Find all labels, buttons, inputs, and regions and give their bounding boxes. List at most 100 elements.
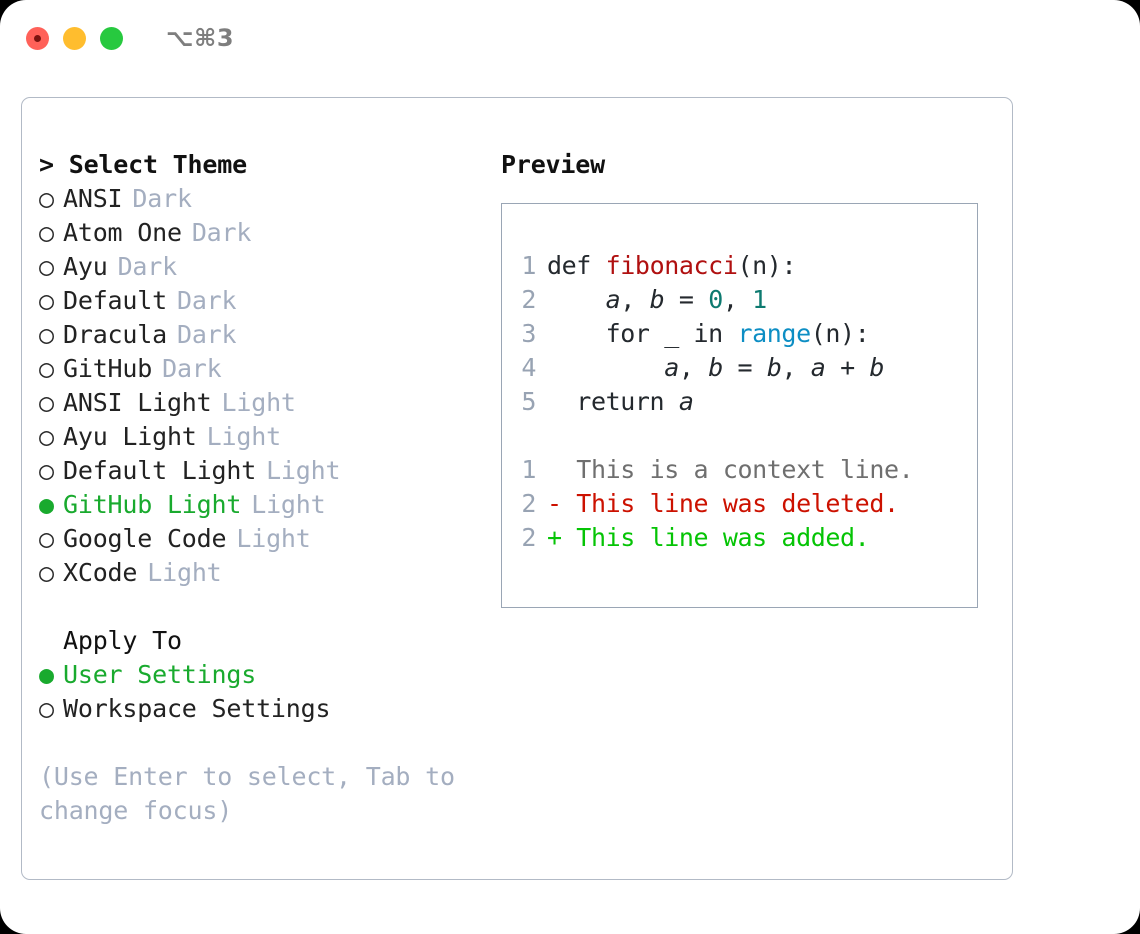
- code-token-plain: [547, 353, 664, 382]
- line-number: 5: [521, 387, 536, 416]
- diff-line: 2 + This line was added.: [520, 521, 971, 555]
- radio-unselected-icon[interactable]: ○: [39, 286, 54, 315]
- diff-line-text: This line was added.: [561, 523, 870, 552]
- theme-variant-tag: Light: [147, 558, 222, 587]
- apply-to-option-row[interactable]: ○Workspace Settings: [39, 692, 509, 726]
- code-token-plain: ,: [781, 353, 811, 382]
- radio-selected-icon[interactable]: ●: [39, 490, 54, 519]
- diff-line: 2- This line was deleted.: [520, 487, 971, 521]
- code-token-plain: (n):: [737, 251, 797, 280]
- theme-option-label: Google Code: [63, 524, 227, 553]
- code-token-var: b: [708, 353, 723, 382]
- diff-line-text: This is a context line.: [561, 455, 914, 484]
- theme-variant-tag: Dark: [191, 218, 252, 247]
- code-token-plain: =: [722, 353, 767, 382]
- radio-unselected-icon[interactable]: ○: [39, 388, 54, 417]
- code-token-plain: ,: [722, 285, 753, 314]
- radio-unselected-icon[interactable]: ○: [39, 422, 54, 451]
- theme-option-label: Ayu: [63, 252, 108, 281]
- theme-option-label: GitHub: [63, 354, 153, 383]
- minimize-button[interactable]: [63, 26, 86, 50]
- theme-variant-tag: Dark: [132, 184, 192, 213]
- theme-option-label: ANSI Light: [63, 388, 212, 417]
- radio-unselected-icon[interactable]: ○: [39, 354, 54, 383]
- code-token-var: a: [678, 387, 694, 416]
- code-token-num: 0: [708, 285, 723, 314]
- theme-option-label: Ayu Light: [63, 422, 197, 451]
- radio-unselected-icon[interactable]: ○: [39, 218, 54, 247]
- line-number: 2: [521, 285, 536, 314]
- diff-marker: [547, 455, 562, 484]
- code-line: 4 a, b = b, a + b: [520, 351, 971, 385]
- code-token-var: b: [649, 285, 665, 314]
- code-line: 3 for _ in range(n):: [520, 317, 971, 351]
- diff-marker: +: [547, 523, 562, 552]
- line-number: 1: [521, 251, 536, 280]
- line-number: 3: [521, 319, 536, 348]
- theme-option-row[interactable]: ○ GitHub Dark: [39, 352, 509, 386]
- code-token-plain: for _ in: [547, 319, 738, 348]
- code-token-plain: return: [547, 387, 679, 416]
- keyboard-hint-text: (Use Enter to select, Tab to change focu…: [39, 762, 455, 825]
- theme-variant-tag: Dark: [176, 286, 237, 315]
- theme-option-row[interactable]: ○ Ayu Dark: [39, 250, 509, 284]
- radio-unselected-icon[interactable]: ○: [39, 694, 54, 723]
- line-number: 2: [521, 489, 536, 518]
- close-button[interactable]: [26, 26, 49, 50]
- diff-line-text: This line was deleted.: [561, 489, 899, 518]
- diff-line: 1 This is a context line.: [520, 453, 971, 487]
- theme-option-label: Default: [63, 286, 167, 315]
- code-token-plain: [547, 285, 606, 314]
- zoom-button[interactable]: [100, 26, 123, 50]
- radio-unselected-icon[interactable]: ○: [39, 524, 54, 553]
- theme-option-row[interactable]: ○ Default Dark: [39, 284, 509, 318]
- line-number: 4: [521, 353, 536, 382]
- radio-unselected-icon[interactable]: ○: [39, 558, 54, 587]
- theme-option-row[interactable]: ○ Atom One Dark: [39, 216, 509, 250]
- apply-to-option-row[interactable]: ● User Settings: [39, 658, 509, 692]
- theme-option-row[interactable]: ○ Ayu Light Light: [39, 420, 509, 454]
- theme-option-label: Atom One: [63, 218, 182, 247]
- theme-option-row[interactable]: ○ Google Code Light: [39, 522, 509, 556]
- code-token-plain: (n):: [810, 319, 870, 348]
- section-spacer: [39, 590, 509, 624]
- title-bar: ⌥⌘3: [0, 0, 1140, 76]
- keyboard-shortcut-label: ⌥⌘3: [166, 24, 235, 52]
- code-token-num: 1: [752, 285, 767, 314]
- radio-unselected-icon[interactable]: ○: [39, 252, 54, 281]
- theme-variant-tag: Dark: [117, 252, 178, 281]
- code-token-plain: ,: [678, 353, 709, 382]
- apply-to-option-label: User Settings: [63, 660, 257, 689]
- code-blank-separator: [520, 419, 971, 453]
- theme-option-label: GitHub Light: [63, 490, 242, 519]
- theme-variant-tag: Light: [206, 422, 281, 451]
- code-token-fn: fibonacci: [605, 251, 738, 280]
- line-number: 1: [521, 455, 536, 484]
- radio-selected-icon[interactable]: ●: [39, 660, 54, 689]
- radio-unselected-icon[interactable]: ○: [39, 184, 54, 213]
- line-number: 2: [521, 523, 536, 552]
- code-token-plain: +: [825, 353, 870, 382]
- apply-to-list[interactable]: ● User Settings ○Workspace Settings: [39, 658, 509, 726]
- radio-unselected-icon[interactable]: ○: [39, 320, 54, 349]
- theme-option-label: Dracula: [63, 320, 167, 349]
- code-token-builtin: range: [737, 319, 811, 348]
- theme-variant-tag: Light: [236, 524, 311, 553]
- theme-option-label: ANSI: [63, 184, 123, 213]
- theme-variant-tag: Dark: [162, 354, 222, 383]
- theme-option-row[interactable]: ○ ANSI Dark: [39, 182, 509, 216]
- radio-unselected-icon[interactable]: ○: [39, 456, 54, 485]
